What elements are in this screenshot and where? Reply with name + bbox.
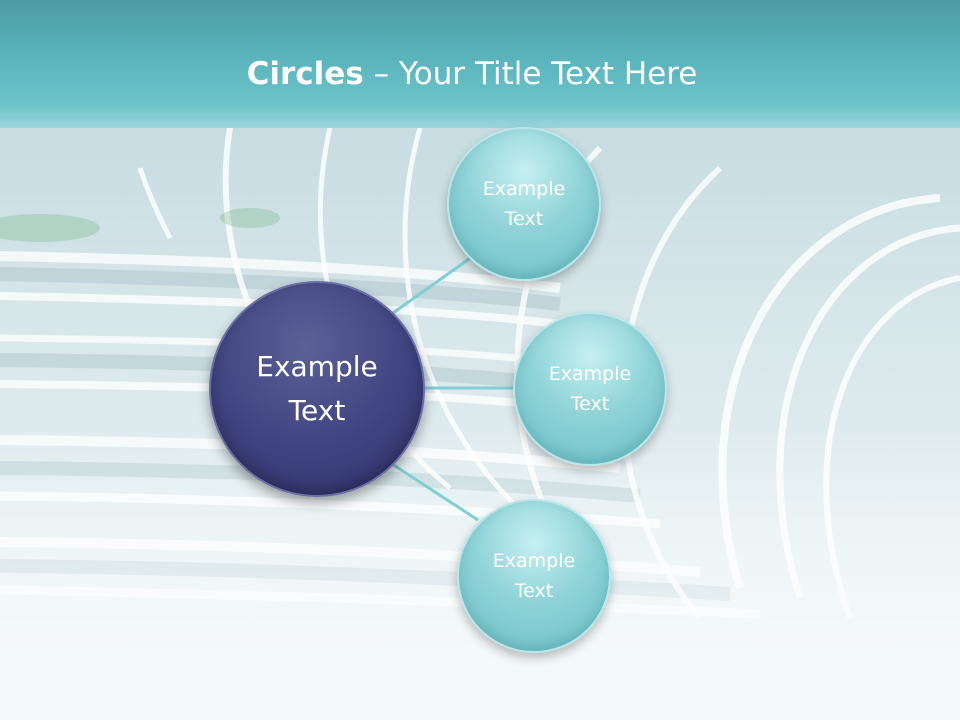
node-circle-2: Example Text: [513, 312, 667, 466]
node-circle-1: Example Text: [447, 127, 601, 281]
title-rest: – Your Title Text Here: [363, 56, 698, 92]
connector-lines: [391, 252, 517, 522]
title-bold: Circles: [246, 56, 364, 92]
center-circle-label: Example Text: [256, 350, 378, 427]
connector-line-1: [392, 252, 477, 315]
node-circle-1-label: Example Text: [482, 178, 566, 230]
node-circle-2-label: Example Text: [548, 363, 632, 415]
center-circle: Example Text: [209, 281, 425, 497]
node-circle-3-label: Example Text: [492, 550, 576, 602]
connector-line-3: [391, 462, 479, 522]
slide-title: Circles – Your Title Text Here: [0, 54, 944, 94]
binder-illustration: [0, 128, 960, 720]
header-bar: [0, 0, 960, 130]
node-circle-3: Example Text: [457, 499, 611, 653]
